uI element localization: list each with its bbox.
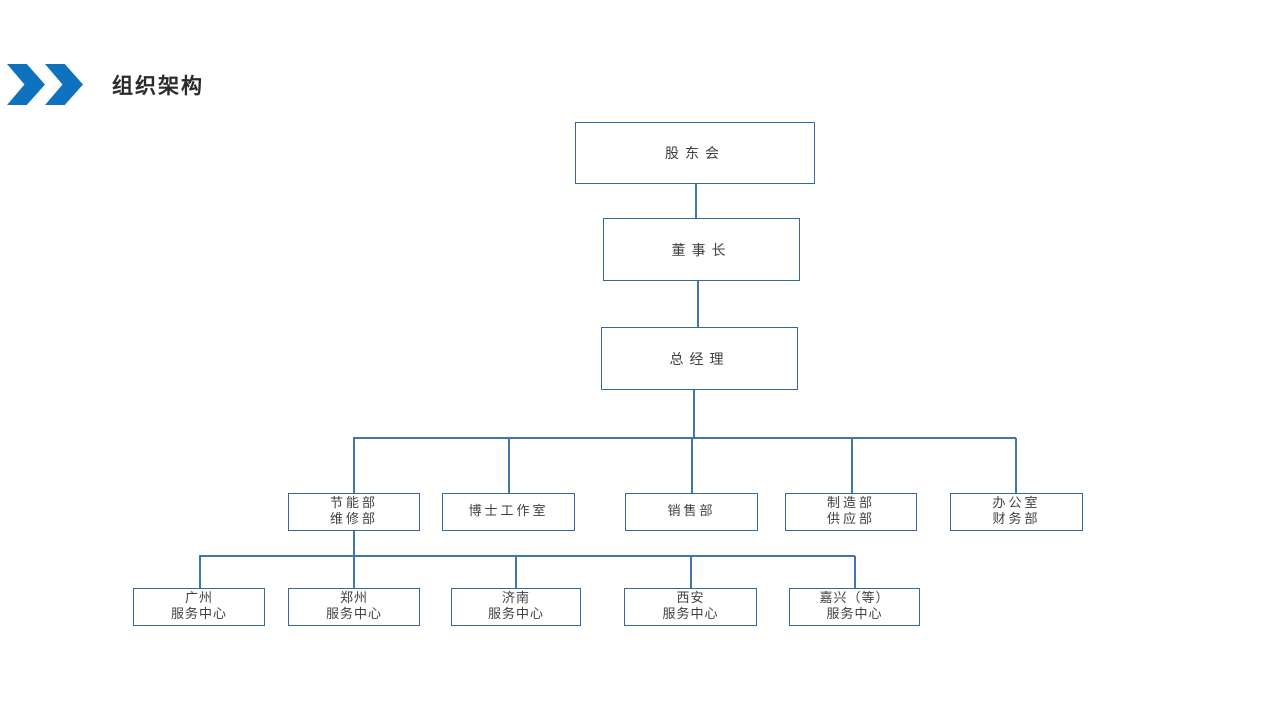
org-node-label: 销售部 [667, 504, 716, 519]
org-node-label: 总经理 [669, 351, 730, 368]
org-node-dept-office-finance: 办公室 财务部 [950, 493, 1083, 531]
org-node-label: 节能部 [329, 496, 378, 511]
org-node-label: 制造部 [826, 496, 875, 511]
connector-dept1-stem [353, 531, 355, 556]
connector-root-chairman [695, 184, 697, 218]
org-node-label: 财务部 [992, 512, 1041, 527]
org-node-label: 西安 [676, 591, 705, 606]
org-node-general-manager: 总经理 [601, 327, 798, 390]
org-node-label: 服务中心 [170, 607, 227, 622]
connector-drop-dept3 [691, 438, 693, 493]
connector-drop-svc2 [353, 556, 355, 588]
connector-dept-bus [353, 437, 1016, 439]
org-node-svc-guangzhou: 广州 服务中心 [133, 588, 265, 626]
org-node-label: 董事长 [671, 242, 732, 259]
double-chevron-icon [7, 64, 87, 105]
org-node-label: 嘉兴（等） [819, 591, 890, 606]
org-node-svc-jiaxing: 嘉兴（等） 服务中心 [789, 588, 920, 626]
org-node-label: 博士工作室 [468, 504, 549, 519]
org-node-svc-jinan: 济南 服务中心 [451, 588, 581, 626]
connector-gm-stem [693, 390, 695, 438]
connector-drop-svc3 [515, 556, 517, 588]
org-node-chairman: 董事长 [603, 218, 800, 281]
org-node-label: 广州 [184, 591, 213, 606]
org-node-label: 服务中心 [826, 607, 883, 622]
org-node-label: 股东会 [665, 146, 725, 162]
connector-drop-dept4 [851, 438, 853, 493]
org-node-label: 办公室 [992, 496, 1041, 511]
connector-drop-svc4 [690, 556, 692, 588]
connector-drop-dept1 [353, 438, 355, 493]
org-node-dept-doctor-studio: 博士工作室 [442, 493, 575, 531]
connector-chairman-gm [697, 281, 699, 327]
org-node-label: 服务中心 [487, 607, 544, 622]
org-node-svc-zhengzhou: 郑州 服务中心 [288, 588, 420, 626]
org-node-dept-sales: 销售部 [625, 493, 758, 531]
org-node-label: 郑州 [339, 591, 368, 606]
connector-drop-svc5 [854, 556, 856, 588]
org-node-label: 服务中心 [325, 607, 382, 622]
page-title: 组织架构 [112, 74, 204, 98]
connector-drop-dept2 [508, 438, 510, 493]
org-node-label: 济南 [501, 591, 530, 606]
org-node-label: 服务中心 [662, 607, 719, 622]
org-node-label: 维修部 [329, 512, 378, 527]
org-node-dept-energy-maintenance: 节能部 维修部 [288, 493, 420, 531]
chevron-right-icon [7, 64, 45, 105]
org-node-label: 供应部 [826, 512, 875, 527]
connector-service-bus [199, 555, 855, 557]
chevron-right-icon [45, 64, 83, 105]
org-node-shareholders: 股东会 [575, 122, 815, 184]
org-node-svc-xian: 西安 服务中心 [624, 588, 757, 626]
connector-drop-svc1 [199, 556, 201, 588]
org-node-dept-manufacturing-supply: 制造部 供应部 [785, 493, 917, 531]
connector-drop-dept5 [1015, 438, 1017, 493]
